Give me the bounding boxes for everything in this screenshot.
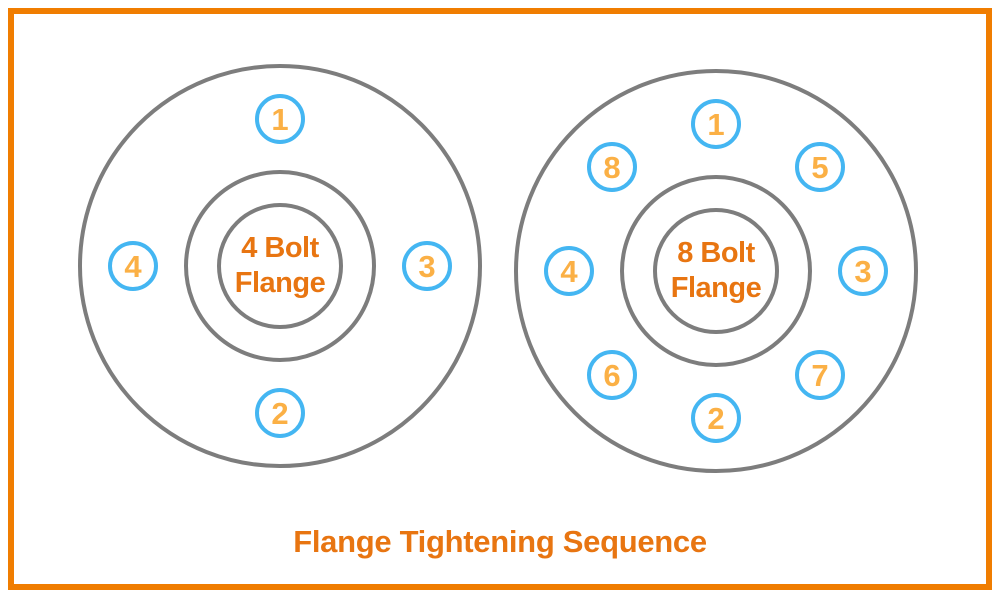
outer-rim-circle xyxy=(514,69,918,473)
bolt-number: 6 xyxy=(603,357,621,393)
bolt-number: 2 xyxy=(271,395,289,431)
bore-circle xyxy=(217,203,343,329)
flange-label-line1: 4 Bolt xyxy=(241,232,319,264)
bolt-marker: 5 xyxy=(795,142,845,192)
bolt-number: 4 xyxy=(124,248,142,284)
bolt-marker: 3 xyxy=(838,246,888,296)
bolt-circle-ring xyxy=(620,175,812,367)
flange-label: 4 Bolt Flange xyxy=(217,203,343,329)
bolt-marker: 7 xyxy=(795,350,845,400)
bolt-marker: 2 xyxy=(255,388,305,438)
flange-label-line1: 8 Bolt xyxy=(677,237,755,269)
outer-rim-circle xyxy=(78,64,482,468)
bolt-number: 1 xyxy=(271,101,289,137)
bolt-number: 5 xyxy=(811,149,829,185)
flange-label-line2: Flange xyxy=(670,272,762,304)
bore-circle xyxy=(653,208,779,334)
bolt-number: 3 xyxy=(418,248,436,284)
bolt-number: 1 xyxy=(707,106,725,142)
bolt-marker: 1 xyxy=(255,94,305,144)
bolt-marker: 2 xyxy=(691,393,741,443)
flange-8-bolt: 8 Bolt Flange 1 2 3 4 5 6 7 8 xyxy=(511,66,921,476)
flange-4-bolt: 4 Bolt Flange 1 2 3 4 xyxy=(75,61,485,471)
bolt-number: 8 xyxy=(603,149,621,185)
bolt-number: 2 xyxy=(707,400,725,436)
bolt-number: 3 xyxy=(854,253,872,289)
diagram-title: Flange Tightening Sequence xyxy=(293,524,707,559)
bolt-marker: 4 xyxy=(108,241,158,291)
bolt-marker: 1 xyxy=(691,99,741,149)
bolt-circle-ring xyxy=(184,170,376,362)
bolt-marker: 4 xyxy=(544,246,594,296)
bolt-number: 7 xyxy=(811,357,829,393)
diagram-border-frame xyxy=(8,8,992,590)
bolt-marker: 8 xyxy=(587,142,637,192)
flange-label-line2: Flange xyxy=(234,267,326,299)
bolt-marker: 6 xyxy=(587,350,637,400)
flange-label: 8 Bolt Flange xyxy=(653,208,779,334)
bolt-number: 4 xyxy=(560,253,578,289)
bolt-marker: 3 xyxy=(402,241,452,291)
